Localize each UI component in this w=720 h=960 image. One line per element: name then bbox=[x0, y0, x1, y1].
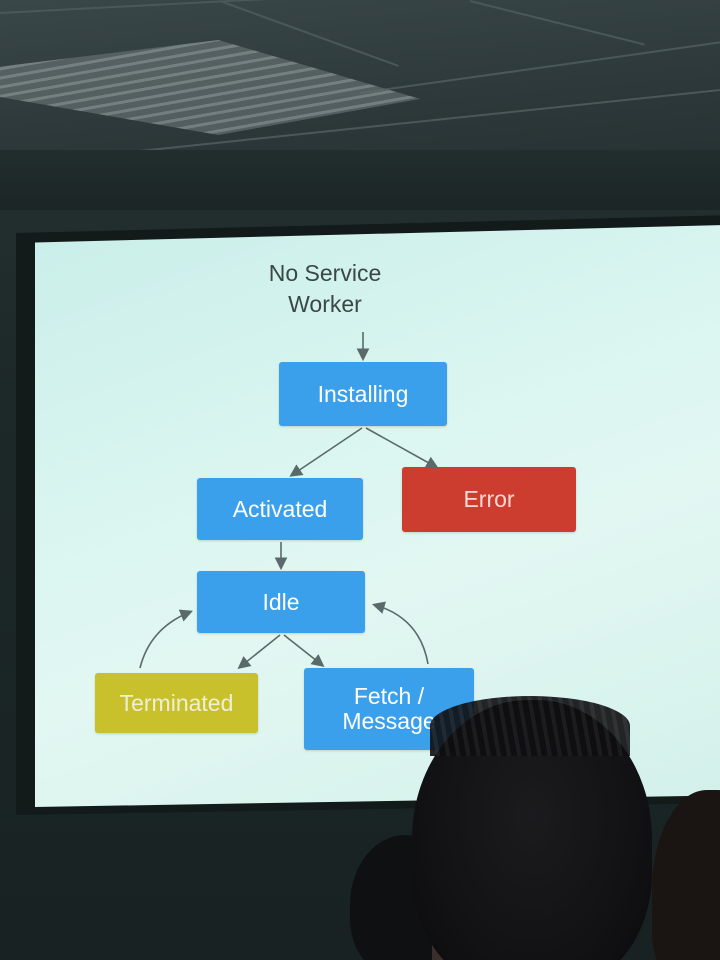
arrow-idle-to-fetch bbox=[283, 634, 325, 667]
activated-node: Activated bbox=[197, 478, 363, 540]
terminated-node: Terminated bbox=[95, 673, 258, 733]
installing-node: Installing bbox=[279, 362, 447, 426]
wall bbox=[0, 150, 720, 210]
arrow-fetch-to-idle bbox=[371, 601, 429, 665]
audience-hair bbox=[430, 696, 630, 756]
arrow-installing-to-activated bbox=[289, 427, 363, 477]
error-node: Error bbox=[402, 467, 576, 532]
arrow-terminated-to-idle bbox=[139, 609, 193, 669]
start-state-label: No Service Worker bbox=[268, 260, 382, 317]
arrow-idle-to-terminated bbox=[237, 634, 281, 669]
idle-node: Idle bbox=[197, 571, 365, 633]
arrow-installing-to-error bbox=[365, 427, 439, 469]
